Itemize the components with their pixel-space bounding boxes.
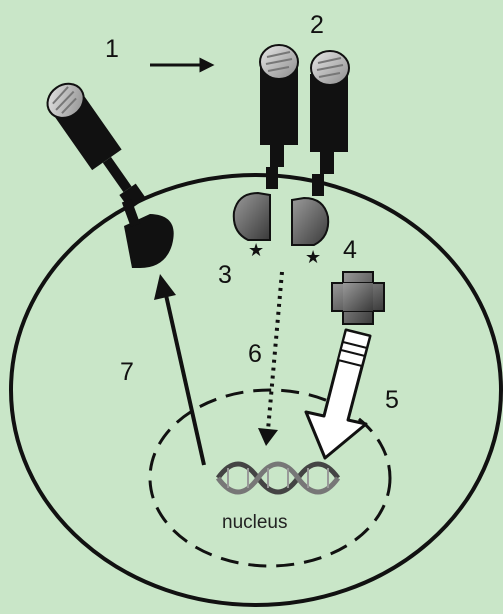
label-step-1: 1: [105, 35, 119, 63]
feedback-arrow: [164, 294, 206, 466]
hollow-arrow: [304, 328, 372, 460]
signal-dotted-arrow: [266, 271, 284, 431]
label-step-6: 6: [248, 340, 262, 368]
inactive-kinase-domain: [124, 214, 174, 268]
active-kinase-left: [232, 191, 271, 241]
label-step-4: 4: [343, 236, 357, 264]
nucleus-label: nucleus: [222, 512, 288, 533]
label-step-7: 7: [120, 358, 134, 386]
phosphorylation-star-left: ★: [248, 240, 264, 260]
label-step-3: 3: [218, 261, 232, 289]
phosphorylation-star-right: ★: [305, 247, 321, 267]
active-kinase-right: [291, 196, 330, 246]
feedback-arrowhead: [154, 274, 176, 300]
signal-dotted-arrowhead: [258, 428, 278, 446]
label-step-5: 5: [385, 386, 399, 414]
label-step-2: 2: [310, 11, 324, 39]
receptor-monomer: [46, 82, 147, 210]
nucleus-envelope: [148, 388, 392, 568]
receptor-dimer: [259, 44, 350, 196]
dna-helix: [215, 461, 341, 495]
inhibitor-cross: [331, 271, 385, 325]
inactive-kinase-stalk: [121, 199, 141, 227]
cell-membrane: [9, 173, 503, 607]
